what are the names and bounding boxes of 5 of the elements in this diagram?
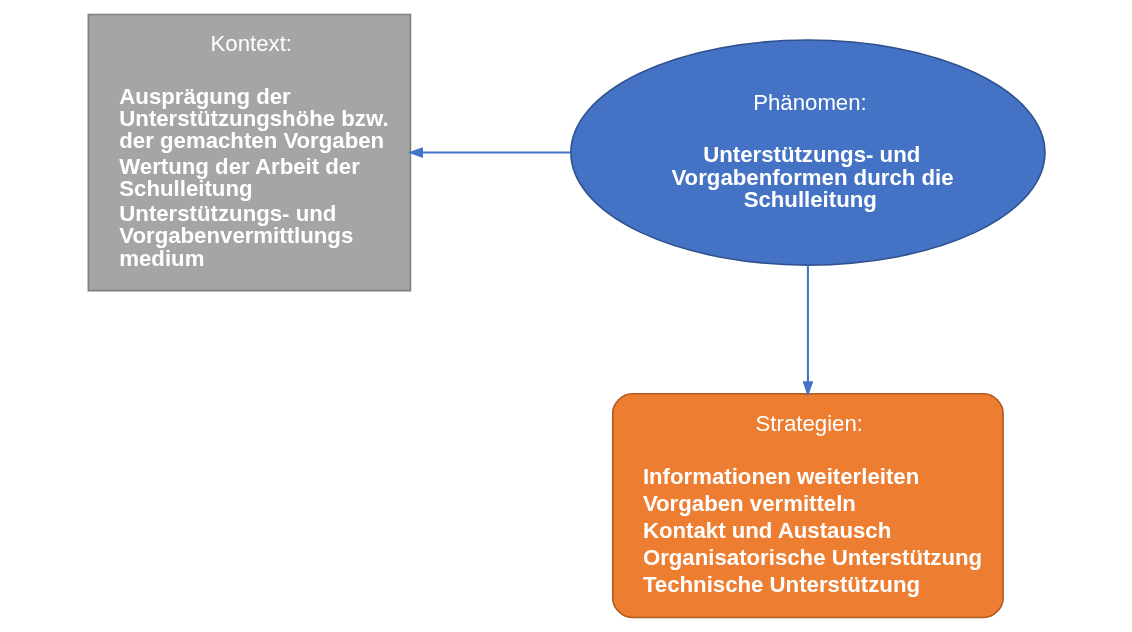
node-ellipse: Phänomen: Unterstützungs- und Vorgabenformen durch die Schulleitung: [569, 39, 1046, 266]
arrow: [407, 147, 571, 158]
arrow: [802, 264, 813, 397]
node-box: Strategien: Informationen weiterleiten Vorgaben vermitteln Kontakt und Austausch Organisatorische Unterstützung Technische Unterstützung: [611, 392, 1004, 619]
node-box: Kontext: Ausprägung der Unterstützungshöhe bzw. der gemachten Vorgaben Wertung der Arbeit der Schulleitung Unterstützungs- und Vorgabenvermittlungs medium: [87, 13, 411, 292]
